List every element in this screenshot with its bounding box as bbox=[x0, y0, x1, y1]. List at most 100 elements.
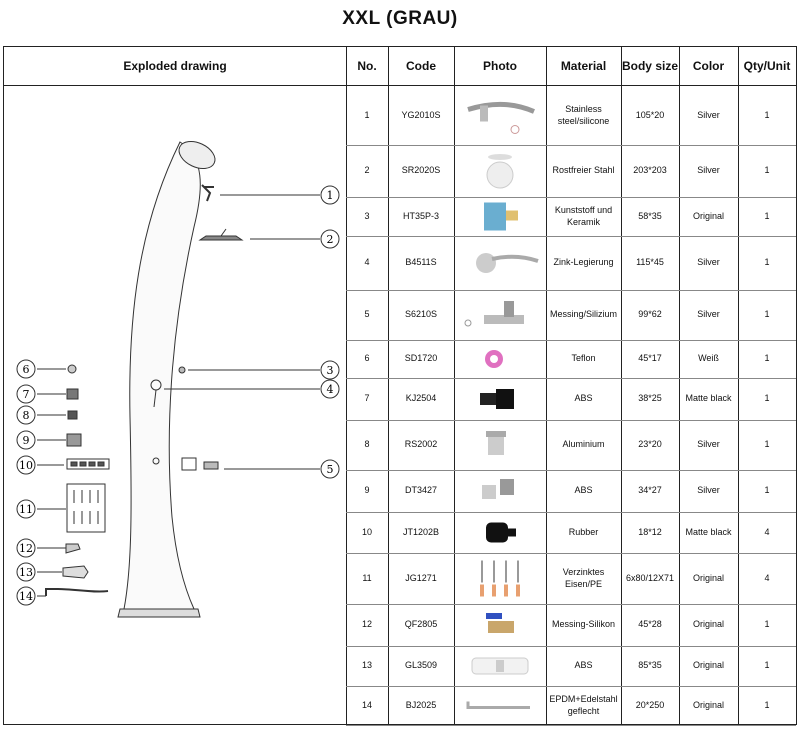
cell-code: JG1271 bbox=[405, 572, 437, 583]
cell-qty: 1 bbox=[764, 257, 770, 268]
tap-frame bbox=[181, 457, 197, 471]
cell-qty: 1 bbox=[764, 309, 770, 320]
cell-color: Weiß bbox=[698, 353, 719, 364]
shower-column bbox=[123, 141, 201, 610]
screws-anchors-icon bbox=[480, 560, 520, 597]
cell-code: YG2010S bbox=[401, 109, 441, 120]
cell-no: 12 bbox=[361, 619, 372, 630]
cell-qty: 1 bbox=[764, 109, 770, 120]
cell-color: Silver bbox=[697, 309, 720, 320]
cell-no: 2 bbox=[364, 165, 370, 176]
cell-color: Silver bbox=[697, 439, 720, 450]
cell-material: ABS bbox=[574, 393, 593, 404]
cell-no: 3 bbox=[364, 210, 370, 221]
cell-size: 34*27 bbox=[638, 485, 662, 496]
cell-code: GL3509 bbox=[404, 660, 438, 671]
cell-no: 1 bbox=[364, 109, 370, 120]
cell-material: Teflon bbox=[571, 353, 596, 364]
cell-no: 14 bbox=[361, 699, 372, 710]
callout-circle bbox=[16, 405, 36, 425]
cell-code: S6210S bbox=[404, 309, 438, 320]
callout-number: 11 bbox=[19, 503, 33, 516]
callout-number: 7 bbox=[23, 388, 30, 401]
column-divider bbox=[454, 46, 455, 725]
hose-connector-icon bbox=[480, 389, 514, 409]
tap-spout-icon bbox=[464, 301, 524, 327]
cell-code: DT3427 bbox=[404, 485, 438, 496]
row-divider bbox=[346, 378, 796, 379]
ball-valve-icon bbox=[486, 613, 514, 633]
mixer-lever bbox=[153, 389, 157, 408]
cell-color: Original bbox=[692, 572, 724, 583]
cell-size: 203*203 bbox=[633, 165, 667, 176]
cell-size: 23*20 bbox=[638, 439, 662, 450]
header-code: Code bbox=[388, 46, 454, 86]
callout-circle bbox=[320, 459, 340, 479]
cell-qty: 1 bbox=[764, 699, 770, 710]
cell-qty: 1 bbox=[764, 619, 770, 630]
page-title: XXL (GRAU) bbox=[342, 8, 458, 29]
callout-circle bbox=[16, 359, 36, 379]
callout-circle bbox=[16, 499, 36, 519]
cell-no: 11 bbox=[362, 572, 372, 583]
cell-code: JT1202B bbox=[402, 526, 440, 537]
cell-code: RS2002 bbox=[404, 439, 438, 450]
cell-size: 58*35 bbox=[638, 210, 662, 221]
teflon-tape-icon bbox=[485, 350, 503, 368]
row-divider bbox=[346, 553, 796, 554]
cell-color: Matte black bbox=[685, 393, 732, 404]
cell-code: SR2020S bbox=[401, 165, 441, 176]
row-divider bbox=[346, 512, 796, 513]
column-divider bbox=[621, 46, 622, 725]
row-divider bbox=[346, 686, 796, 687]
row-divider bbox=[346, 470, 796, 471]
callout-number: 9 bbox=[23, 434, 30, 447]
callout-circle bbox=[16, 586, 36, 606]
cell-qty: 1 bbox=[764, 660, 770, 671]
header-qty: Qty/Unit bbox=[738, 46, 796, 86]
header-body-size: Body size bbox=[621, 46, 679, 86]
rubber-foot-icon bbox=[486, 522, 516, 543]
cell-color: Original bbox=[692, 619, 724, 630]
callout-circle bbox=[320, 360, 340, 380]
cell-material: Verzinktes Eisen/PE bbox=[562, 567, 605, 589]
row-divider bbox=[346, 236, 796, 237]
callout-number: 12 bbox=[19, 542, 33, 555]
cell-material: Rostfreier Stahl bbox=[552, 165, 615, 176]
outlet-fitting bbox=[152, 457, 160, 465]
cell-material: Stainless steel/silicone bbox=[557, 104, 610, 126]
cell-code: KJ2504 bbox=[405, 393, 437, 404]
cell-color: Original bbox=[692, 660, 724, 671]
cell-code: SD1720 bbox=[404, 353, 438, 364]
cell-qty: 1 bbox=[764, 210, 770, 221]
cell-qty: 4 bbox=[764, 526, 770, 537]
cell-material: ABS bbox=[574, 485, 593, 496]
cell-material: Kunststoff und Keramik bbox=[554, 205, 613, 227]
cell-color: Original bbox=[692, 699, 724, 710]
row-divider bbox=[346, 646, 796, 647]
column-divider bbox=[388, 46, 389, 725]
callout-circle bbox=[16, 562, 36, 582]
cell-qty: 1 bbox=[764, 393, 770, 404]
cell-material: Zink-Legierung bbox=[553, 257, 614, 268]
bent-shower-arm-icon bbox=[467, 101, 535, 134]
cell-no: 4 bbox=[364, 257, 370, 268]
cell-code: BJ2025 bbox=[405, 699, 437, 710]
cell-color: Silver bbox=[697, 109, 720, 120]
cell-code: HT35P-3 bbox=[402, 210, 439, 221]
cell-size: 115*45 bbox=[636, 257, 664, 268]
callout-circle bbox=[16, 455, 36, 475]
callout-number: 4 bbox=[327, 383, 334, 396]
cell-size: 99*62 bbox=[638, 309, 662, 320]
callout-circle bbox=[320, 379, 340, 399]
callout-number: 1 bbox=[327, 189, 334, 202]
table-frame bbox=[3, 46, 797, 725]
shower-arm-part bbox=[201, 184, 214, 202]
callout-number: 5 bbox=[327, 463, 334, 476]
cell-no: 5 bbox=[364, 309, 370, 320]
header-no: No. bbox=[346, 46, 388, 86]
callout-number: 14 bbox=[19, 590, 33, 603]
cell-no: 8 bbox=[364, 439, 370, 450]
callout-circle bbox=[320, 229, 340, 249]
cell-color: Matte black bbox=[685, 526, 732, 537]
